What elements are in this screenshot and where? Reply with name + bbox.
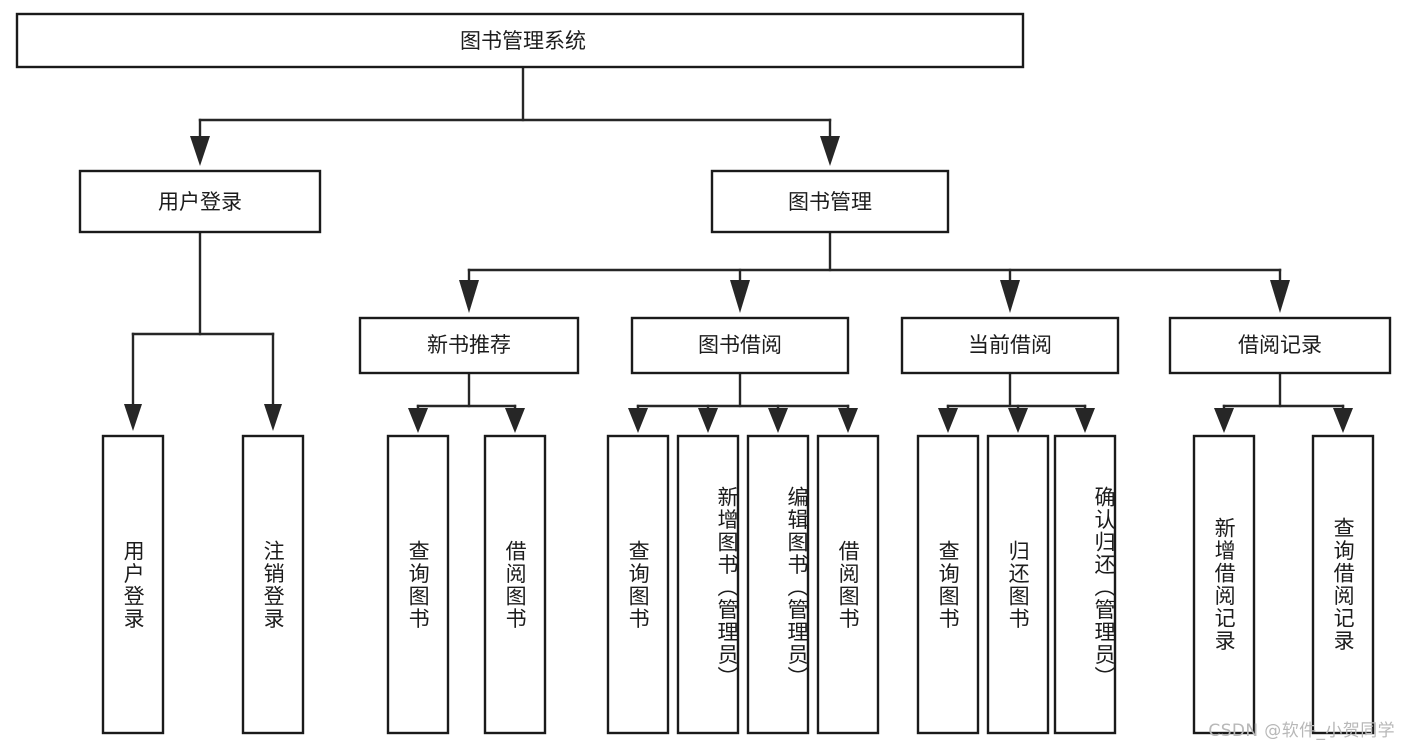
arrow-head-book-manage <box>820 136 840 166</box>
node-current-borrow-label: 当前借阅 <box>968 333 1052 357</box>
node-leaf-query-book-borrow[interactable] <box>606 434 670 735</box>
arrow-head-leaf-borrow-book <box>838 408 858 433</box>
node-book-manage[interactable] <box>710 169 950 234</box>
node-leaf-user-login[interactable] <box>101 434 165 735</box>
arrow-head-leaf-confirm-return-admin <box>1075 408 1095 433</box>
node-borrow-record-label: 借阅记录 <box>1238 333 1322 357</box>
arrow-head-leaf-add-book-admin <box>698 408 718 433</box>
arrow-head-leaf-query-borrow-record <box>1333 408 1353 433</box>
node-leaf-query-borrow-record[interactable] <box>1311 434 1375 735</box>
node-borrow-record[interactable] <box>1168 316 1392 375</box>
node-book-borrow-label: 图书借阅 <box>698 333 782 357</box>
node-leaf-borrow-book-rec[interactable] <box>483 434 547 735</box>
node-leaf-borrow-book[interactable] <box>816 434 880 735</box>
node-user-login-label: 用户登录 <box>158 190 242 214</box>
arrow-head-borrow-record <box>1270 280 1290 313</box>
node-current-borrow[interactable] <box>900 316 1120 375</box>
arrow-head-leaf-logout-login <box>264 404 282 431</box>
arrow-head-book-borrow <box>730 280 750 313</box>
node-leaf-return-book[interactable] <box>986 434 1050 735</box>
node-leaf-add-borrow-record[interactable] <box>1192 434 1256 735</box>
node-user-login[interactable] <box>78 169 322 234</box>
node-root[interactable] <box>15 12 1025 69</box>
node-leaf-query-book-current[interactable] <box>916 434 980 735</box>
arrow-head-leaf-borrow-book-rec <box>505 408 525 433</box>
arrow-head-leaf-return-book <box>1008 408 1028 433</box>
node-box-layer <box>15 12 1392 735</box>
arrow-head-leaf-query-book-current <box>938 408 958 433</box>
node-new-book-recommend-label: 新书推荐 <box>427 333 511 357</box>
node-leaf-query-book-rec[interactable] <box>386 434 450 735</box>
node-leaf-logout-login[interactable] <box>241 434 305 735</box>
connector-layer <box>124 65 1353 433</box>
node-new-book-recommend[interactable] <box>358 316 580 375</box>
arrow-head-user-login <box>190 136 210 166</box>
arrow-head-leaf-query-book-borrow <box>628 408 648 433</box>
node-leaf-edit-book-admin[interactable] <box>746 434 810 735</box>
arrow-head-new-book-recommend <box>459 280 479 313</box>
horizontal-label-layer: 图书管理系统 用户登录 图书管理 新书推荐 图书借阅 当前借阅 借阅记录 <box>158 29 1322 357</box>
node-book-manage-label: 图书管理 <box>788 190 872 214</box>
arrow-head-leaf-add-borrow-record <box>1214 408 1234 433</box>
node-book-borrow[interactable] <box>630 316 850 375</box>
arrow-head-leaf-user-login <box>124 404 142 431</box>
node-leaf-add-book-admin[interactable] <box>676 434 740 735</box>
watermark-text: CSDN @软件_小贺同学 <box>1208 721 1395 741</box>
node-root-label: 图书管理系统 <box>460 29 586 53</box>
node-leaf-confirm-return-admin[interactable] <box>1053 434 1117 735</box>
arrow-head-leaf-edit-book-admin <box>768 408 788 433</box>
arrow-head-leaf-query-book-rec <box>408 408 428 433</box>
arrow-head-current-borrow <box>1000 280 1020 313</box>
